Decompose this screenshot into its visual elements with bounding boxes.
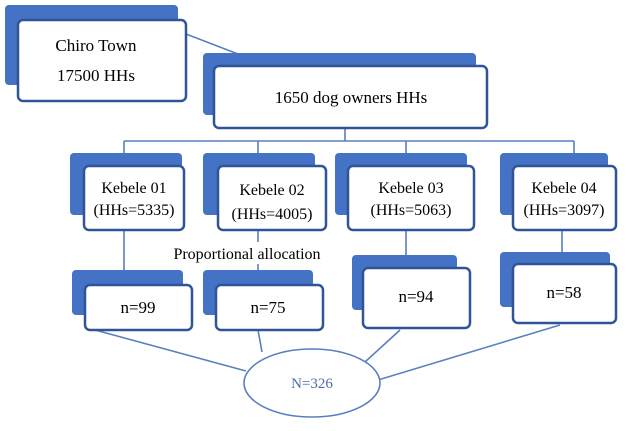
kebele-02-node: Kebele 02 (HHs=4005) <box>203 153 328 232</box>
kebele-01-node: Kebele 01 (HHs=5335) <box>70 153 186 232</box>
sample-04-box <box>511 262 618 325</box>
sample-02-value: n=75 <box>250 298 285 317</box>
kebele-01-households: (HHs=5335) <box>93 202 174 219</box>
sample-01-value: n=99 <box>120 298 155 317</box>
owners-node: 1650 dog owners HHs <box>203 53 489 130</box>
allocation-label: Proportional allocation <box>173 246 320 263</box>
sample-04-value: n=58 <box>546 283 581 302</box>
connector-sample-03-total <box>364 329 401 363</box>
allocation-label-backdrop <box>164 242 332 264</box>
owners-label: 1650 dog owners HHs <box>275 88 428 107</box>
kebele-01-box <box>82 164 186 232</box>
kebele-02-name: Kebele 02 <box>239 182 304 199</box>
kebele-04-households: (HHs=3097) <box>523 202 604 219</box>
owners-node-box <box>212 64 489 130</box>
town-households: 17500 HHs <box>57 66 135 85</box>
total-ellipse <box>243 348 381 418</box>
sample-01-box <box>83 283 194 332</box>
kebele-02-box <box>216 164 328 232</box>
kebele-03-households: (HHs=5063) <box>370 202 451 219</box>
town-node-box <box>16 18 188 103</box>
sample-03-box <box>361 266 472 330</box>
connector-sample-04-total <box>377 324 561 381</box>
sample-04-node: n=58 <box>500 252 618 325</box>
kebele-02-households: (HHs=4005) <box>231 206 312 223</box>
kebele-01-name: Kebele 01 <box>101 180 166 197</box>
connector-sample-02-total <box>257 329 263 353</box>
kebele-04-box <box>511 164 618 232</box>
connectors <box>94 33 575 381</box>
connector-sample-01-total <box>94 329 247 372</box>
sample-03-node: n=94 <box>352 255 472 330</box>
kebele-03-box <box>346 164 476 232</box>
sample-02-node: n=75 <box>203 270 325 332</box>
kebele-03-name: Kebele 03 <box>378 180 443 197</box>
kebele-04-node: Kebele 04 (HHs=3097) <box>500 153 618 232</box>
total-value: N=326 <box>291 376 333 392</box>
total-node: N=326 <box>243 348 381 418</box>
sample-01-node: n=99 <box>72 270 194 332</box>
connector-town-owners <box>185 33 239 55</box>
kebele-03-node: Kebele 03 (HHs=5063) <box>335 153 476 232</box>
town-node: Chiro Town 17500 HHs <box>5 5 188 103</box>
town-name: Chiro Town <box>55 36 137 55</box>
kebele-04-name: Kebele 04 <box>531 180 596 197</box>
sample-03-value: n=94 <box>398 287 434 306</box>
sample-02-box <box>214 283 325 332</box>
